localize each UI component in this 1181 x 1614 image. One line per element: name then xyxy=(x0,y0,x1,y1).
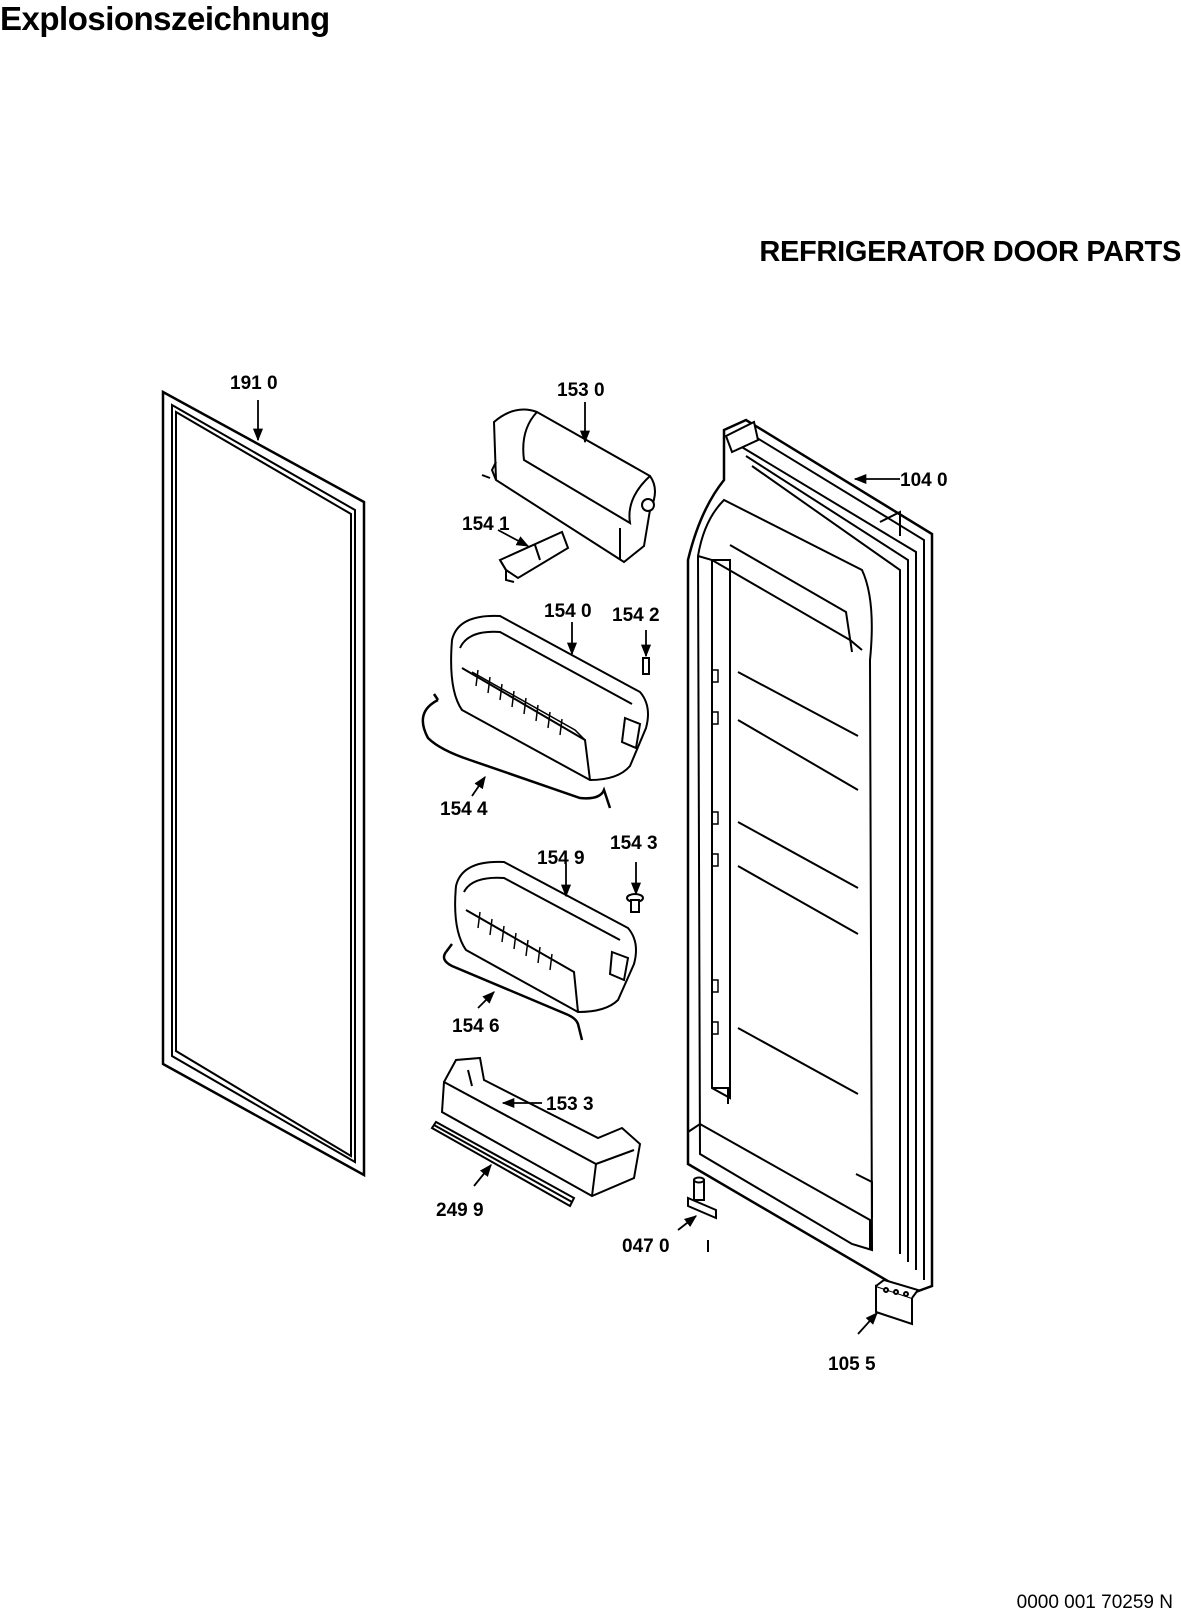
label-upper-bin-rail: 154 4 xyxy=(440,799,488,820)
screw-lower-part xyxy=(626,893,644,913)
label-lower-bin: 154 9 xyxy=(537,848,585,869)
part-labels: 191 0 104 0 153 0 154 1 154 0 154 2 154 … xyxy=(230,373,948,1375)
label-pin-upper: 154 2 xyxy=(612,605,660,626)
label-door-liner: 104 0 xyxy=(900,470,948,491)
hinge-bracket-part xyxy=(875,1278,920,1326)
upper-bin-part xyxy=(450,614,649,782)
label-screw-lower: 154 3 xyxy=(610,833,658,854)
label-lower-bin-rail: 154 6 xyxy=(452,1016,500,1037)
gasket-part xyxy=(161,389,366,1178)
page-title: Explosionszeichnung xyxy=(0,0,330,37)
label-shelf-end-cap: 154 1 xyxy=(462,514,510,535)
bottle-shelf-strip-part xyxy=(430,1120,576,1208)
label-gasket: 191 0 xyxy=(230,373,278,394)
lower-hinge-part xyxy=(687,1176,717,1252)
label-bottle-shelf: 153 3 xyxy=(546,1094,594,1115)
lower-bin-part xyxy=(454,860,637,1014)
bottle-shelf-part xyxy=(440,1056,642,1198)
shelf-end-cap-part xyxy=(498,530,570,583)
section-title: REFRIGERATOR DOOR PARTS xyxy=(759,236,1181,268)
door-liner-part xyxy=(686,418,934,1296)
document-number: 0000 001 70259 N xyxy=(1016,1592,1173,1613)
label-upper-bin: 154 0 xyxy=(544,601,592,622)
label-top-shelf: 153 0 xyxy=(557,380,605,401)
label-bottle-shelf-strip: 249 9 xyxy=(436,1200,484,1221)
label-hinge-bracket: 105 5 xyxy=(828,1354,876,1375)
pin-upper-part xyxy=(642,657,650,675)
upper-bin-rail-part xyxy=(421,693,612,809)
leader-lines xyxy=(252,400,900,1335)
top-shelf-part xyxy=(481,408,656,564)
lower-bin-rail-part xyxy=(442,943,584,1041)
label-lower-hinge: 047 0 xyxy=(622,1236,670,1257)
